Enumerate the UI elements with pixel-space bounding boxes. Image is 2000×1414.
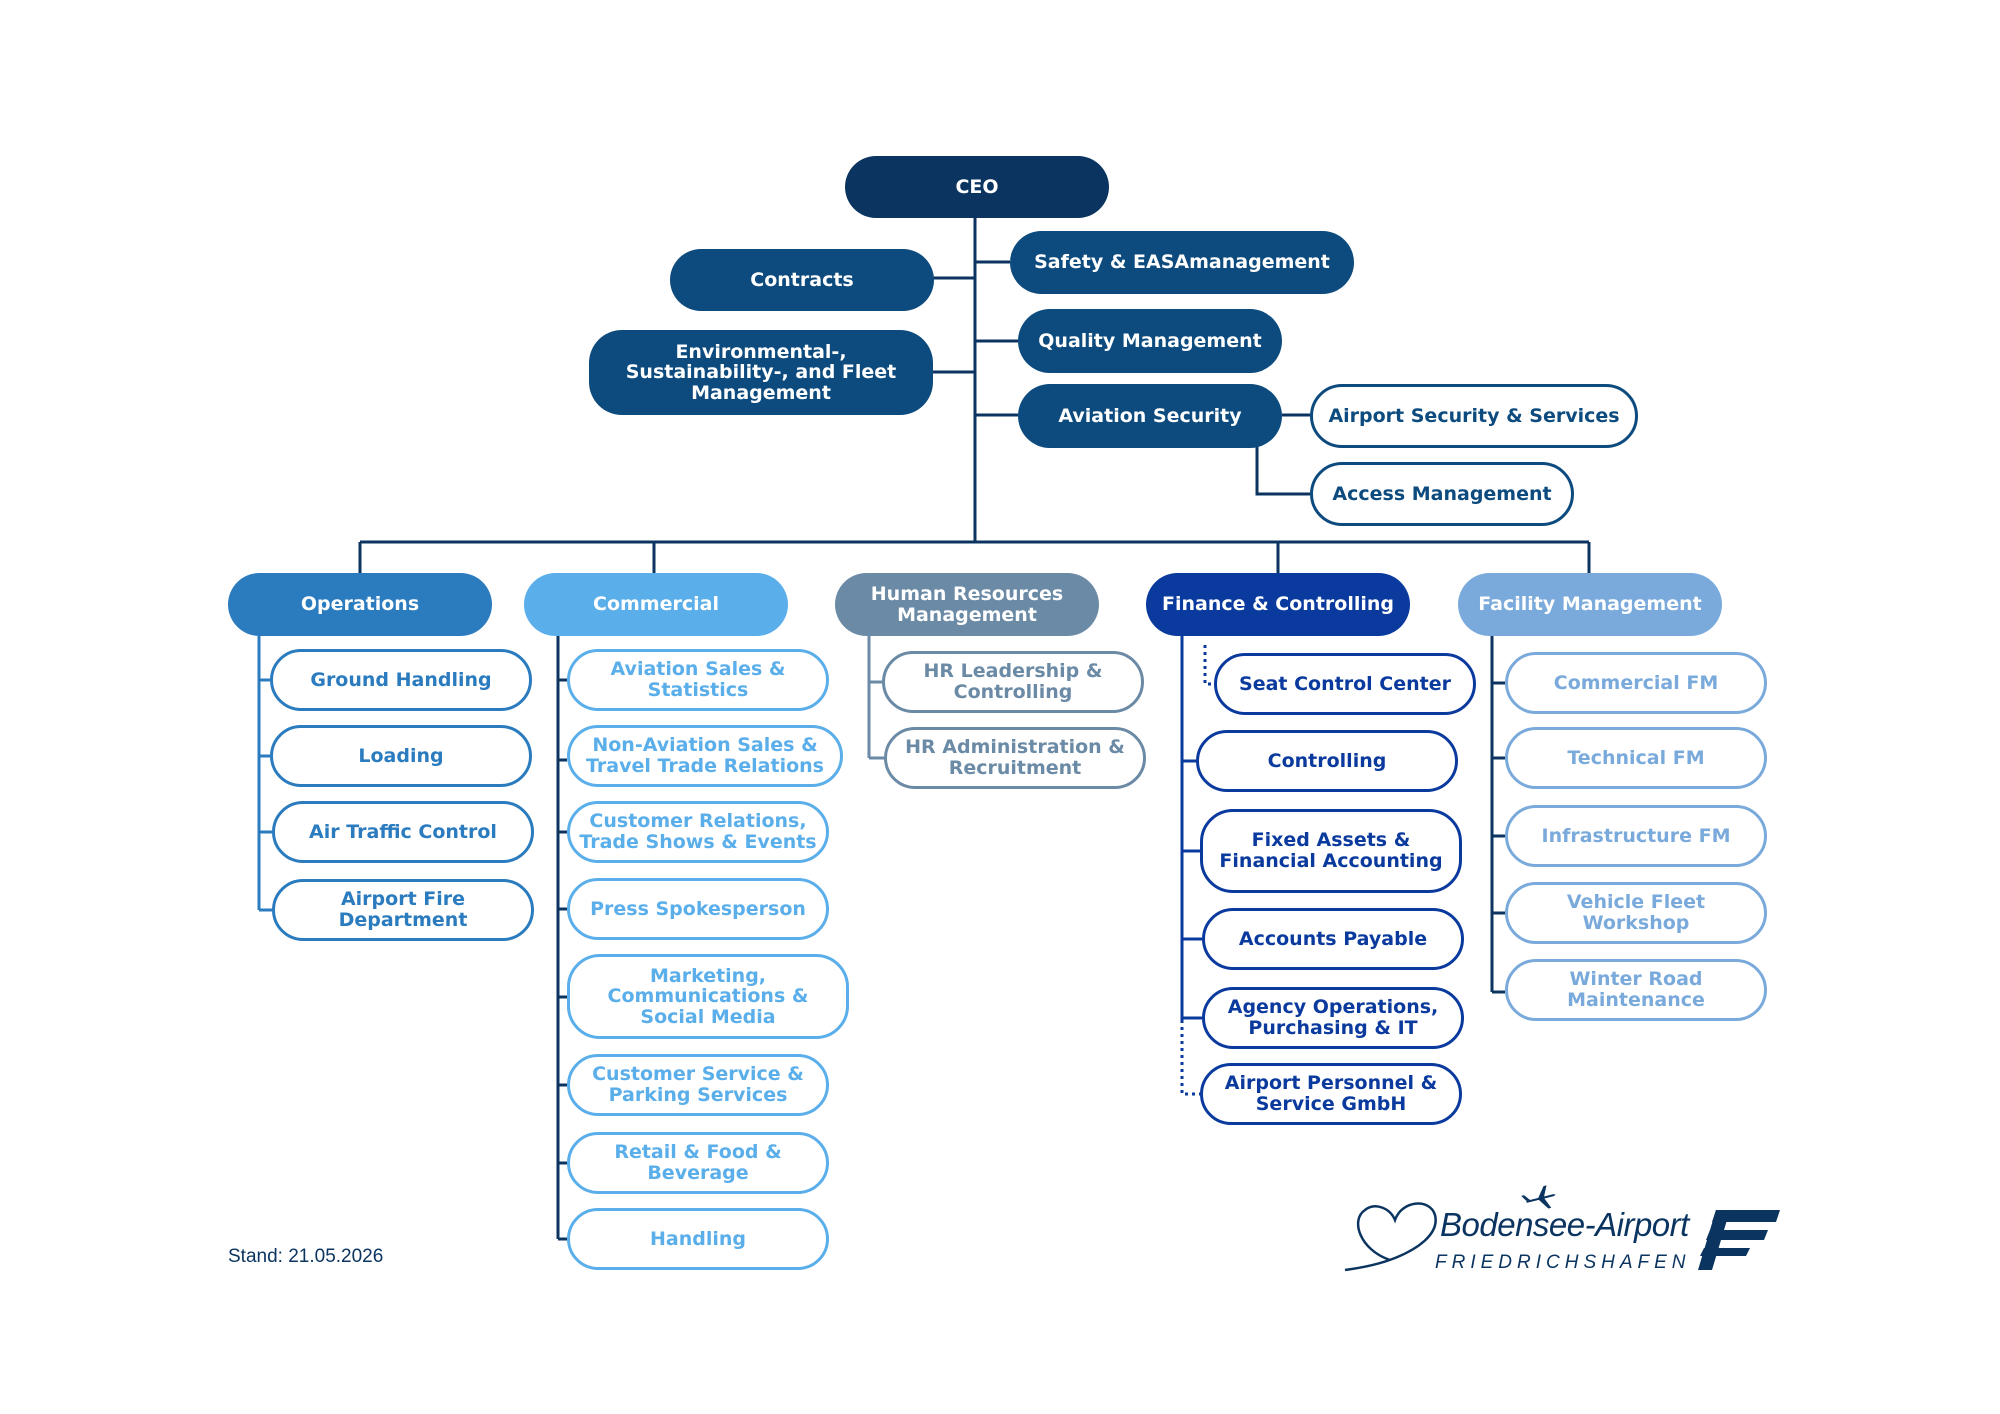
handling-node: Handling [567,1208,829,1270]
seat-control-center-node: Seat Control Center [1214,653,1476,715]
non-aviation-sales-node: Non-Aviation Sales & Travel Trade Relati… [567,725,843,787]
commercial-fm-node: Commercial FM [1505,652,1767,714]
ceo-node: CEO [845,156,1109,218]
stand-date: Stand: 21.05.2026 [228,1246,384,1267]
commercial-node: Commercial [524,573,788,636]
quality-management-node: Quality Management [1018,309,1282,373]
access-management-node: Access Management [1310,462,1574,526]
agency-operations-node: Agency Operations, Purchasing & IT [1202,987,1464,1049]
airplane-icon [1521,1185,1556,1209]
winter-road-maintenance-node: Winter Road Maintenance [1505,959,1767,1021]
operations-node: Operations [228,573,492,636]
vehicle-fleet-workshop-node: Vehicle Fleet Workshop [1505,882,1767,944]
airport-security-services-node: Airport Security & Services [1310,384,1638,448]
ground-handling-node: Ground Handling [270,649,532,711]
safety-easa-node: Safety & EASAmanagement [1010,231,1354,294]
aviation-security-node: Aviation Security [1018,384,1282,448]
press-spokesperson-node: Press Spokesperson [567,878,829,940]
controlling-node: Controlling [1196,730,1458,792]
finance-controlling-node: Finance & Controlling [1146,573,1410,636]
contracts-node: Contracts [670,249,934,311]
infrastructure-fm-node: Infrastructure FM [1505,805,1767,867]
technical-fm-node: Technical FM [1505,727,1767,789]
human-resources-node: Human Resources Management [835,573,1099,636]
airport-fire-department-node: Airport Fire Department [272,879,534,941]
hr-administration-node: HR Administration & Recruitment [884,727,1146,789]
logo-subtitle: FRIEDRICHSHAFEN [1435,1252,1691,1273]
heart-swoosh-icon [1344,1202,1437,1272]
airport-personnel-gmbh-node: Airport Personnel & Service GmbH [1200,1063,1462,1125]
marketing-communications-node: Marketing, Communications & Social Media [567,954,849,1039]
customer-service-parking-node: Customer Service & Parking Services [567,1054,829,1116]
fixed-assets-node: Fixed Assets & Financial Accounting [1200,809,1462,893]
environmental-sustainability-fleet-node: Environmental-, Sustainability-, and Fle… [589,330,933,415]
facility-management-node: Facility Management [1458,573,1722,636]
customer-relations-node: Customer Relations, Trade Shows & Events [567,801,829,863]
aviation-sales-node: Aviation Sales & Statistics [567,649,829,711]
loading-node: Loading [270,725,532,787]
retail-food-beverage-node: Retail & Food & Beverage [567,1132,829,1194]
air-traffic-control-node: Air Traffic Control [272,801,534,863]
airport-logo: Bodensee-Airport FRIEDRICHSHAFEN [1340,1180,1800,1280]
accounts-payable-node: Accounts Payable [1202,908,1464,970]
f-emblem-icon [1698,1210,1780,1270]
logo-wordmark: Bodensee-Airport [1440,1206,1689,1243]
hr-leadership-node: HR Leadership & Controlling [882,651,1144,713]
